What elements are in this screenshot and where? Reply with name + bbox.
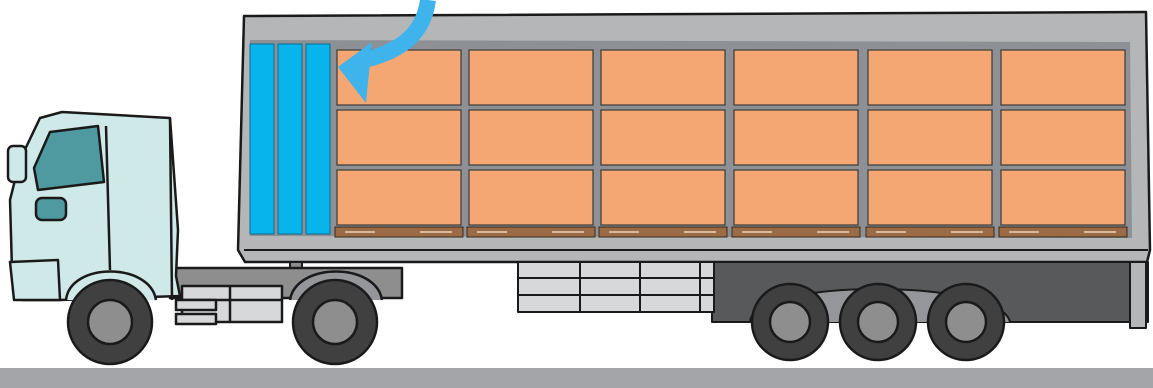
cargo-box <box>734 50 858 105</box>
cargo-box <box>868 110 992 165</box>
cargo-box <box>337 110 461 165</box>
cargo-box <box>601 170 725 225</box>
cargo-box <box>601 50 725 105</box>
cargo-box <box>469 110 593 165</box>
wheel <box>752 284 828 360</box>
trailer-tank <box>518 262 714 312</box>
ice-panel <box>278 44 302 234</box>
cargo-box <box>734 110 858 165</box>
wheel <box>840 284 916 360</box>
wheel <box>68 280 152 364</box>
trailer-undercarriage <box>290 262 1148 328</box>
ice-panels <box>250 44 330 234</box>
cab-step <box>176 314 216 324</box>
cargo-box <box>601 110 725 165</box>
side-mirror-icon <box>8 146 26 182</box>
cargo-box <box>1001 50 1125 105</box>
mudflap <box>1130 262 1146 328</box>
cargo-box <box>1001 170 1125 225</box>
ice-panel <box>250 44 274 234</box>
cargo-box <box>469 50 593 105</box>
cargo-box <box>868 170 992 225</box>
headlight <box>36 198 66 220</box>
ice-panel <box>306 44 330 234</box>
cargo-box <box>734 170 858 225</box>
cargo-box <box>1001 110 1125 165</box>
cab-step <box>176 300 216 310</box>
front-bumper <box>10 260 60 300</box>
cargo-box <box>337 170 461 225</box>
cargo-box <box>868 50 992 105</box>
road <box>0 368 1153 388</box>
wheel <box>928 284 1004 360</box>
wheel <box>293 280 377 364</box>
cargo-box <box>469 170 593 225</box>
